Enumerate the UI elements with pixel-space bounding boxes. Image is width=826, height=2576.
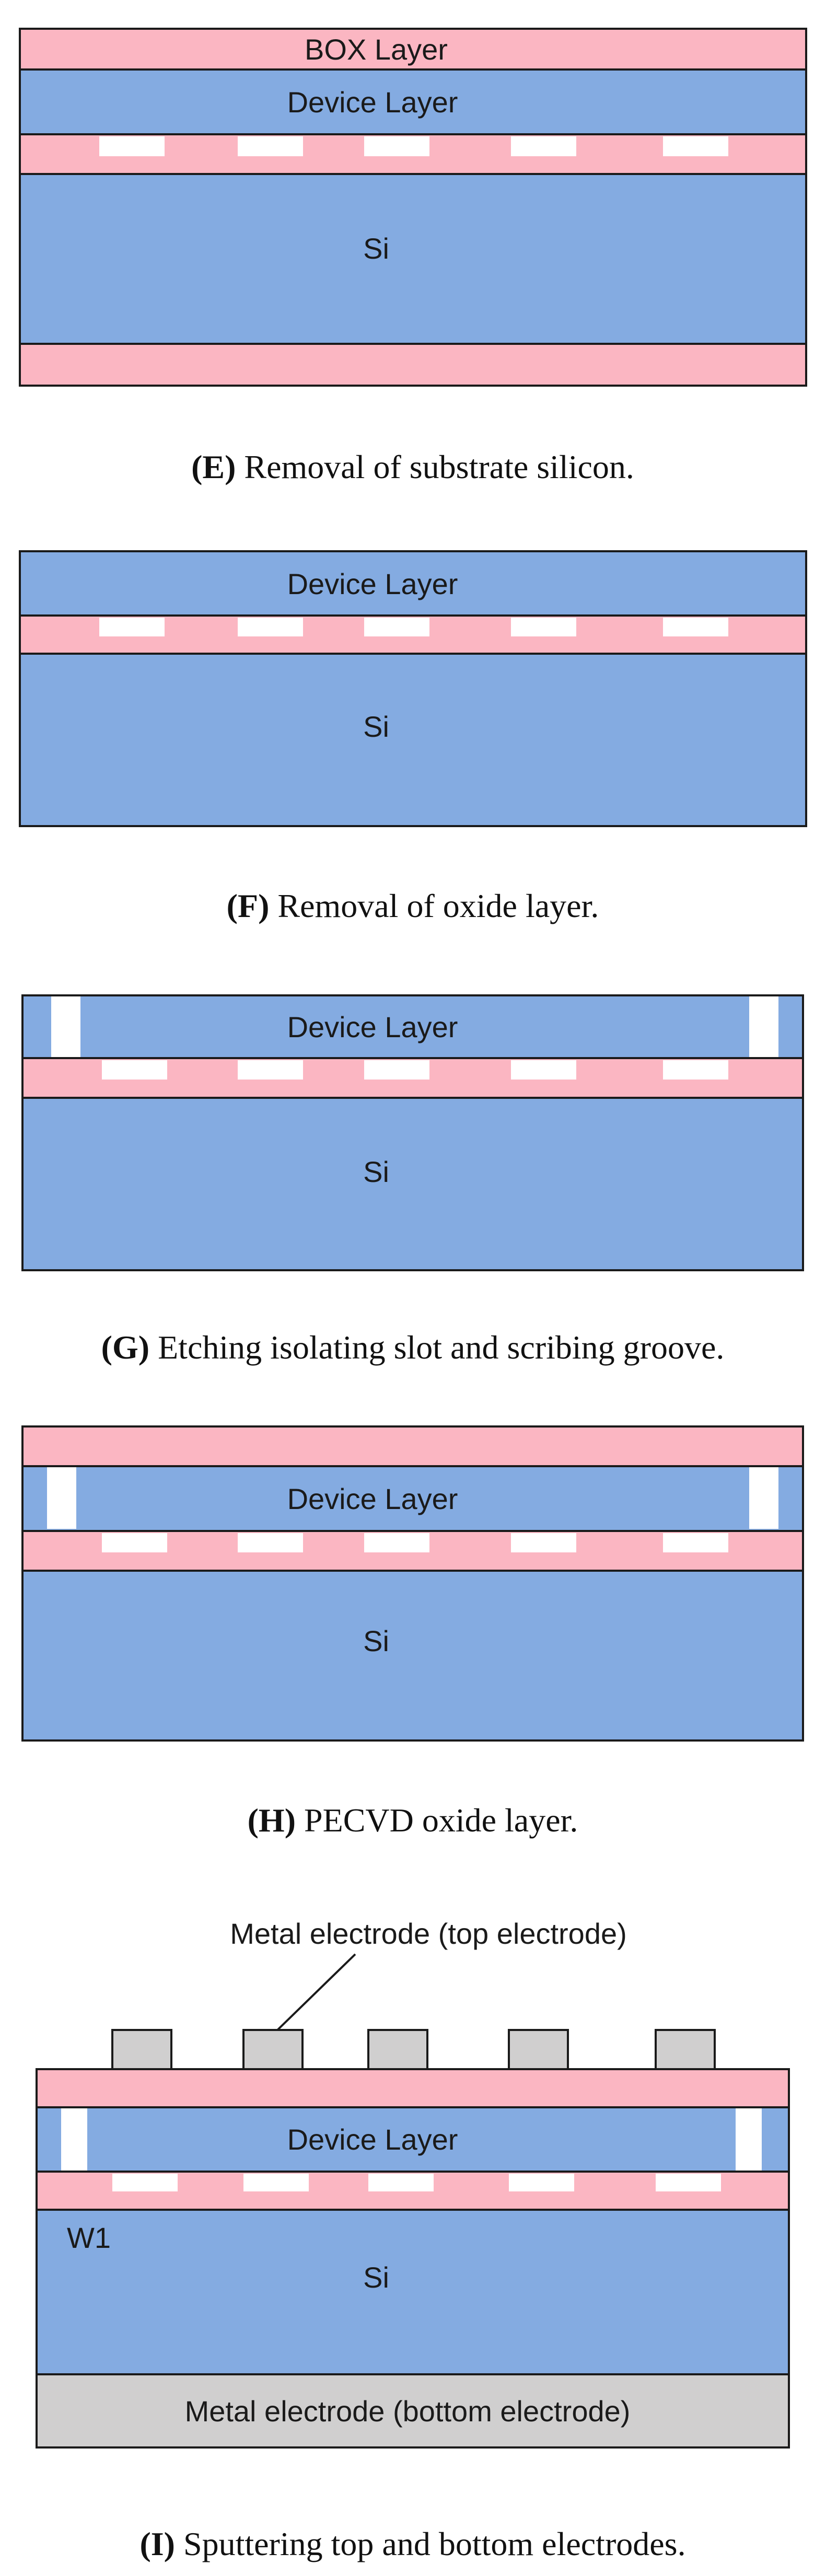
device-layer bbox=[19, 68, 807, 135]
device-layer-label: Device Layer bbox=[287, 1482, 458, 1515]
device-layer bbox=[19, 550, 807, 617]
cavity-group bbox=[102, 1060, 728, 1080]
isolating-slot bbox=[51, 996, 80, 1057]
si-substrate bbox=[19, 653, 807, 827]
pecvd-oxide-layer bbox=[36, 2068, 790, 2108]
device-layer bbox=[21, 994, 804, 1059]
panel-h: Device Layer Si (H) PECVD oxide layer. bbox=[21, 1425, 804, 1839]
cavity-group bbox=[102, 1533, 728, 1552]
cavity bbox=[238, 1533, 303, 1552]
caption-e: (E) Removal of substrate silicon. bbox=[191, 448, 634, 485]
si-label: Si bbox=[363, 232, 389, 265]
device-layer-label: Device Layer bbox=[287, 2123, 458, 2156]
cavity-group bbox=[112, 2174, 721, 2191]
cavity bbox=[238, 1060, 303, 1080]
top-electrode-leader-line bbox=[275, 1953, 356, 2033]
device-layer-label: Device Layer bbox=[287, 86, 458, 119]
caption-h: (H) PECVD oxide layer. bbox=[248, 1802, 578, 1839]
si-substrate bbox=[21, 1570, 804, 1742]
cavity bbox=[663, 1533, 728, 1552]
panel-f: Device Layer Si (F) Removal of oxide lay… bbox=[19, 550, 807, 924]
cavity bbox=[663, 136, 728, 156]
cavity bbox=[511, 136, 576, 156]
w1-label: W1 bbox=[67, 2221, 111, 2254]
cavity-group bbox=[99, 136, 728, 156]
top-electrode-pad bbox=[242, 2029, 304, 2070]
device-layer bbox=[21, 1465, 804, 1532]
caption-g: (G) Etching isolating slot and scribing … bbox=[101, 1329, 725, 1366]
scribing-groove bbox=[749, 996, 778, 1057]
panel-i: Metal electrode (top electrode) Device L… bbox=[36, 1917, 790, 2562]
scribing-groove bbox=[749, 1467, 778, 1529]
box-layer-label: BOX Layer bbox=[305, 33, 448, 66]
cavity bbox=[511, 1060, 576, 1080]
cavity bbox=[99, 136, 165, 156]
cavity bbox=[238, 618, 303, 636]
cavity bbox=[243, 2174, 309, 2191]
cavity bbox=[364, 618, 429, 636]
caption-i: (I) Sputtering top and bottom electrodes… bbox=[139, 2525, 685, 2562]
si-substrate bbox=[21, 1097, 804, 1271]
top-electrode-pads bbox=[111, 2029, 716, 2070]
top-electrode-label: Metal electrode (top electrode) bbox=[230, 1917, 627, 1950]
si-substrate bbox=[19, 173, 807, 345]
si-label: Si bbox=[363, 1155, 389, 1188]
top-electrode-pad bbox=[655, 2029, 716, 2070]
panel-g: Device Layer Si (G) Etching isolating sl… bbox=[21, 994, 804, 1366]
cavity bbox=[663, 618, 728, 636]
isolating-slot bbox=[47, 1467, 76, 1529]
si-substrate bbox=[36, 2209, 790, 2375]
cavity bbox=[509, 2174, 574, 2191]
cavity bbox=[238, 136, 303, 156]
cavity bbox=[99, 618, 165, 636]
top-electrode-pad bbox=[367, 2029, 428, 2070]
si-label: Si bbox=[363, 710, 389, 743]
device-layer-label: Device Layer bbox=[287, 1011, 458, 1043]
si-label: Si bbox=[363, 1624, 389, 1657]
cavity bbox=[102, 1533, 167, 1552]
pecvd-oxide-layer bbox=[21, 1425, 804, 1467]
cavity bbox=[511, 1533, 576, 1552]
cavity bbox=[368, 2174, 434, 2191]
top-electrode-pad bbox=[508, 2029, 569, 2070]
device-layer-label: Device Layer bbox=[287, 567, 458, 600]
caption-f: (F) Removal of oxide layer. bbox=[227, 887, 599, 924]
cavity bbox=[656, 2174, 721, 2191]
box-oxide-layer bbox=[19, 28, 807, 71]
bottom-oxide-layer bbox=[19, 343, 807, 387]
cavity-group bbox=[99, 618, 728, 636]
isolating-slot bbox=[61, 2108, 87, 2171]
bottom-electrode bbox=[36, 2373, 790, 2449]
top-electrode-pad bbox=[111, 2029, 172, 2070]
cavity bbox=[102, 1060, 167, 1080]
cavity bbox=[511, 618, 576, 636]
si-label: Si bbox=[363, 2261, 389, 2294]
cavity bbox=[112, 2174, 178, 2191]
bottom-electrode-label: Metal electrode (bottom electrode) bbox=[185, 2395, 631, 2428]
cavity bbox=[364, 1060, 429, 1080]
scribing-groove bbox=[736, 2108, 762, 2171]
cavity bbox=[364, 136, 429, 156]
cavity bbox=[364, 1533, 429, 1552]
panel-e: BOX Layer Device Layer Si (E) Removal of… bbox=[19, 28, 807, 485]
cavity bbox=[663, 1060, 728, 1080]
